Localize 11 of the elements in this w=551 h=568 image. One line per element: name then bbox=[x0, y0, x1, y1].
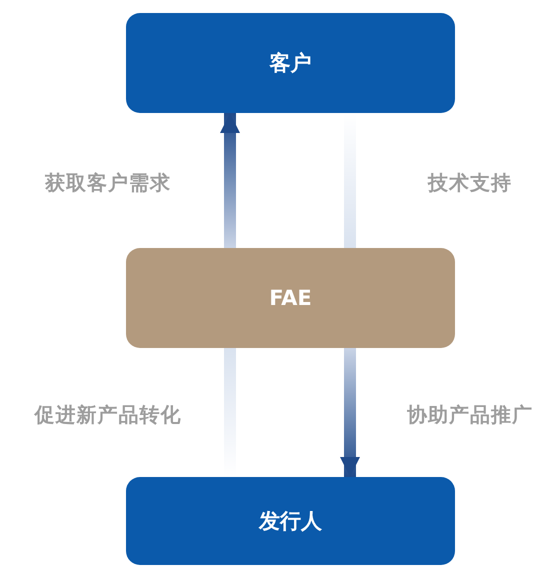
box-label: 客户 bbox=[270, 50, 312, 77]
arrow bbox=[340, 348, 360, 477]
edge-label: 协助产品推广 bbox=[407, 401, 533, 428]
box-label: 发行人 bbox=[259, 508, 322, 535]
process-box bbox=[126, 13, 455, 113]
process-box bbox=[126, 248, 455, 348]
box-label: FAE bbox=[269, 286, 312, 310]
arrow bbox=[220, 113, 240, 248]
edge-label: 促进新产品转化 bbox=[34, 401, 182, 428]
process-box bbox=[126, 477, 455, 565]
edge-label: 获取客户需求 bbox=[45, 169, 171, 196]
